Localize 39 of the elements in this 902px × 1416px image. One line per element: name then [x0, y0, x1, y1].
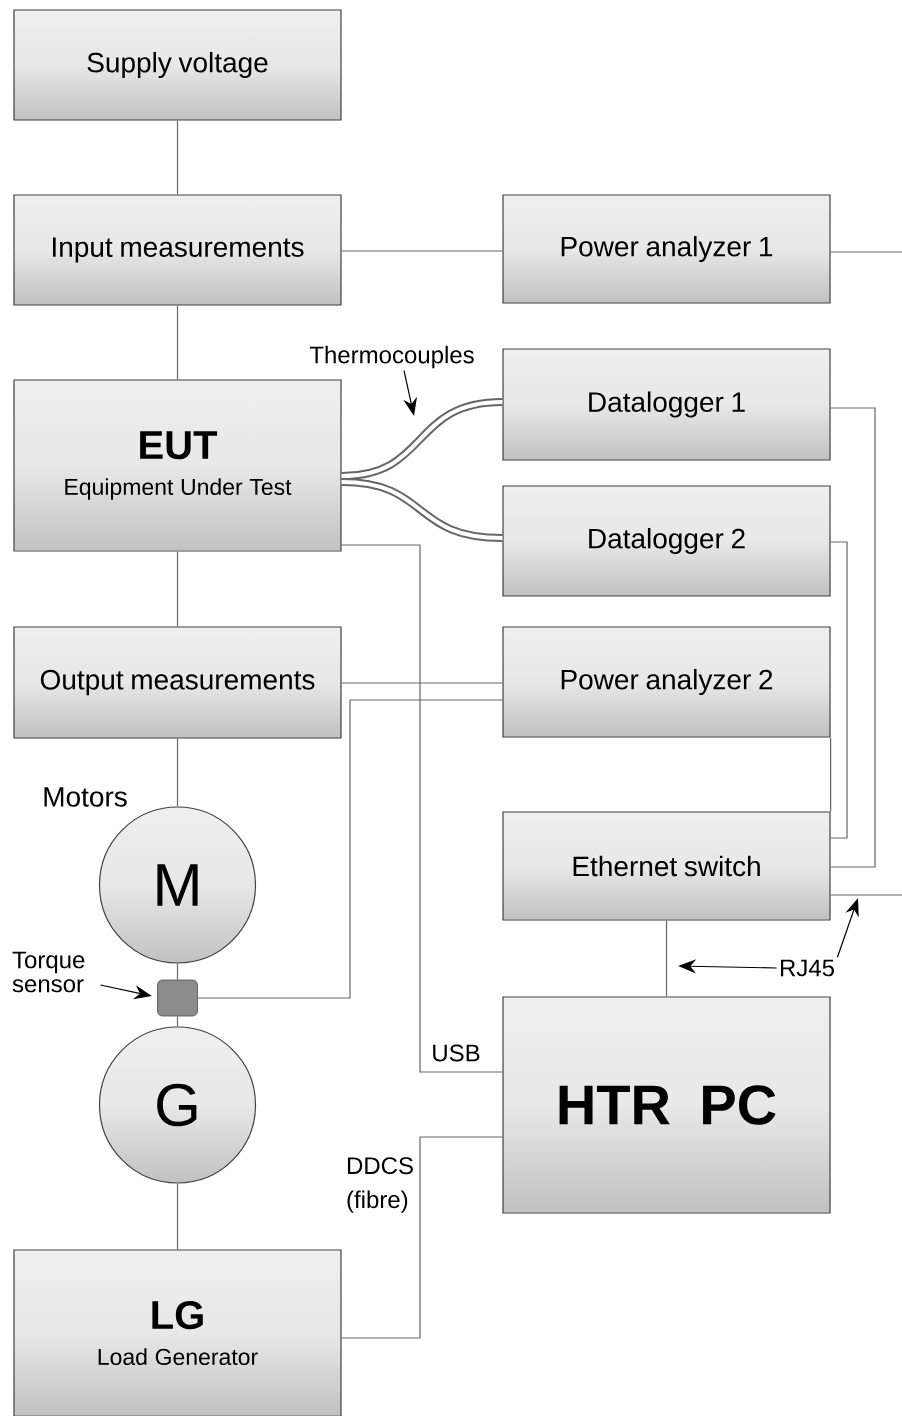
connector-line — [176, 120, 179, 195]
sensor-block — [157, 979, 198, 1017]
connector-line — [197, 699, 503, 999]
annotation-label: Torque sensor — [12, 951, 85, 993]
cable-line — [341, 478, 503, 542]
connector-line — [176, 305, 179, 380]
process-box: EUT Equipment Under Test — [13, 379, 342, 552]
process-box: HTR PC — [502, 996, 831, 1214]
connector-line — [176, 551, 179, 627]
connector-line — [341, 682, 503, 684]
connector-line — [830, 737, 832, 812]
connector-line — [176, 1183, 179, 1250]
leader-line — [836, 898, 859, 958]
connector-line — [665, 920, 668, 997]
edge-label: DDCS (fibre) — [343, 1154, 413, 1216]
process-box: Power analyzer 2 — [502, 626, 831, 738]
process-box: Power analyzer 1 — [502, 194, 831, 304]
edge-label: USB — [428, 1041, 484, 1065]
process-box: Output measurements — [13, 626, 342, 739]
connector-line — [830, 407, 876, 868]
connector-line — [176, 963, 179, 981]
connector-line — [830, 894, 902, 896]
cable-line — [341, 398, 503, 480]
process-box: Input measurements — [13, 194, 342, 306]
process-box: LG Load Generator — [13, 1249, 342, 1416]
group-label: Motors — [44, 787, 127, 807]
connector-line — [341, 1136, 503, 1339]
process-box: Supply voltage — [13, 9, 342, 121]
process-box: Ethernet switch — [502, 811, 831, 921]
process-box: Datalogger 1 — [502, 348, 831, 461]
connector-line — [176, 738, 179, 807]
connector-line — [176, 1015, 179, 1027]
connector-line — [830, 251, 902, 253]
connector-line — [341, 544, 503, 1073]
annotation-label: RJ45 — [781, 959, 834, 977]
connector-line — [341, 250, 503, 252]
annotation-label: Thermocouples — [309, 345, 474, 369]
process-box: Datalogger 2 — [502, 485, 831, 597]
connector-line — [830, 541, 848, 839]
